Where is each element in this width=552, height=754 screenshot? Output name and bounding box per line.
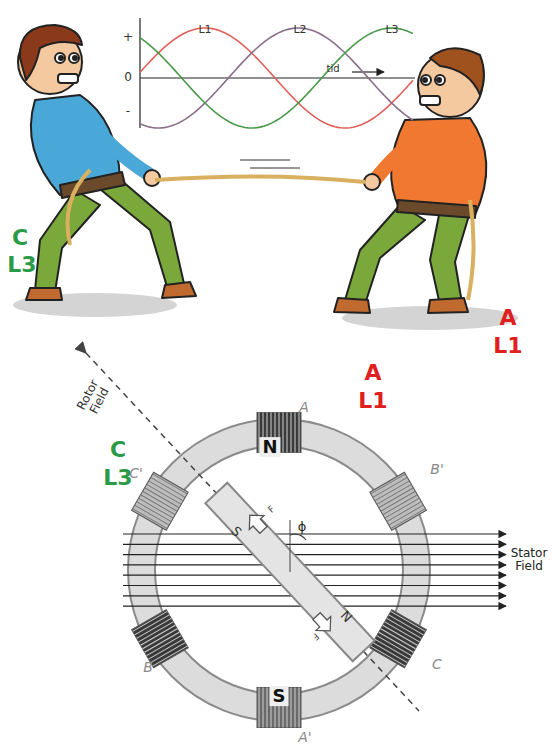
- field-line: [123, 564, 506, 565]
- coil-label: C: [432, 657, 442, 672]
- phase-wave: [140, 28, 413, 128]
- pole-label: N: [259, 437, 280, 457]
- phase-name: L1: [493, 334, 522, 358]
- coil-label: B: [143, 660, 153, 675]
- axis-label: tid: [326, 63, 339, 74]
- left-man: [18, 25, 196, 300]
- phase-name: L1: [358, 389, 387, 413]
- axis-tick: +: [123, 31, 133, 44]
- field-line: [123, 533, 506, 534]
- angle-label: ϕ: [298, 520, 307, 534]
- axis-tick: -: [126, 105, 130, 118]
- phase-label: L2: [293, 24, 306, 36]
- angle-reference: [290, 520, 291, 572]
- stator-ring: [128, 419, 430, 721]
- field-label: Rotor Field: [73, 374, 115, 422]
- phase-chart: [140, 18, 415, 128]
- field-line: [123, 554, 506, 555]
- coil-label: A: [299, 400, 309, 415]
- pole-label: S: [228, 524, 244, 540]
- force-arrow: [243, 508, 271, 536]
- stator-coils: [132, 413, 427, 728]
- coil-label: B': [430, 462, 443, 477]
- rope: [155, 176, 365, 182]
- rotor-bar: [205, 483, 374, 661]
- stator-coil: [132, 610, 189, 668]
- stator-coil: [370, 472, 427, 530]
- coil-label: C': [129, 466, 143, 481]
- motion-lines: [240, 160, 300, 168]
- force-label: F: [310, 631, 321, 642]
- phase-name: L3: [103, 466, 132, 490]
- phase-name: A: [499, 306, 516, 330]
- axis-tick: 0: [124, 71, 132, 84]
- rotor-field-line: [86, 353, 419, 711]
- pole-label: N: [337, 609, 354, 626]
- phase-wave: [140, 28, 413, 128]
- field-line: [123, 544, 506, 545]
- pole-label: S: [270, 686, 289, 706]
- phase-name: C: [12, 226, 28, 250]
- phase-label: L3: [385, 24, 398, 36]
- phase-wave: [140, 28, 413, 128]
- phase-name: A: [364, 361, 381, 385]
- phase-label: L1: [198, 24, 211, 36]
- phase-name: L3: [7, 253, 36, 277]
- force-label: F: [267, 505, 278, 516]
- stator-coil: [370, 610, 427, 668]
- coil-label: A': [298, 730, 311, 745]
- angle-arc: [290, 534, 306, 540]
- phase-name: C: [110, 438, 126, 462]
- field-label: Stator Field: [509, 547, 549, 573]
